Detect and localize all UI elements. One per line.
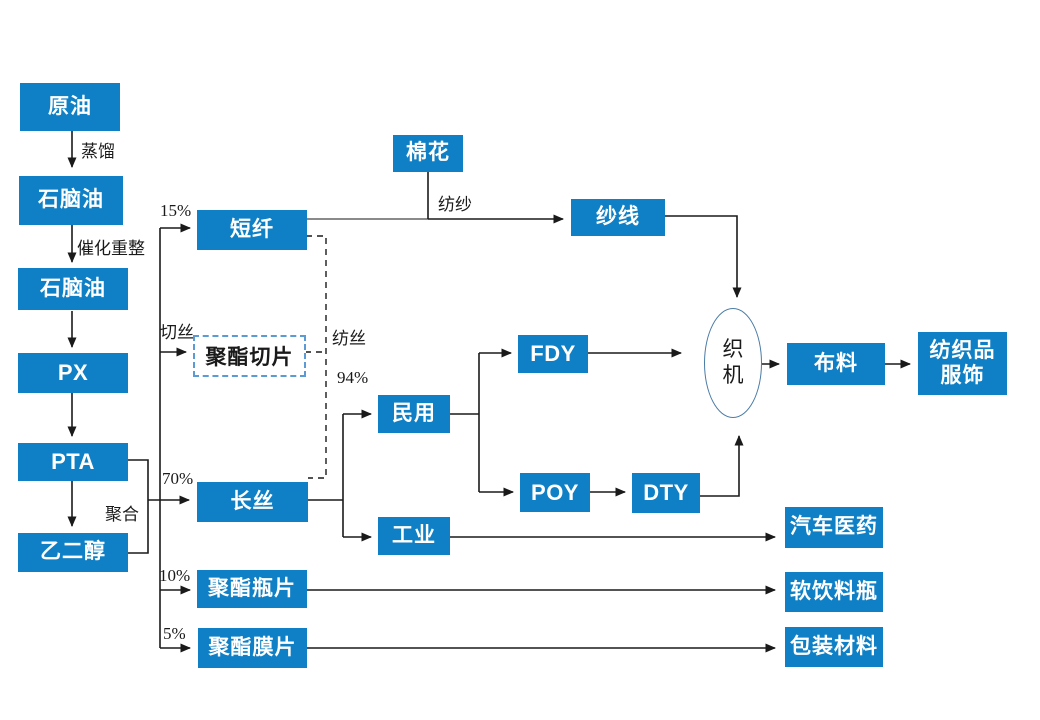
- edge-dty-loom: [700, 435, 744, 497]
- edge-civil-split: [450, 353, 480, 492]
- edge-polymerization-bracket: [128, 459, 149, 554]
- edge-label-distillation: 蒸馏: [81, 142, 115, 161]
- node-yarn: 纱线: [571, 199, 665, 236]
- node-filament: 长丝: [197, 482, 308, 522]
- edge-label-pct-15: 15%: [160, 201, 192, 220]
- node-dty: DTY: [632, 473, 700, 513]
- node-loom-line1: 织: [722, 337, 744, 361]
- edge-label-pct-70: 70%: [162, 469, 194, 488]
- node-bottle-chip: 聚酯瓶片: [197, 570, 307, 608]
- node-packaging: 包装材料: [785, 627, 883, 667]
- node-naphtha-1: 石脑油: [19, 176, 123, 225]
- node-industrial: 工业: [378, 517, 450, 555]
- node-soft-drink-bottle: 软饮料瓶: [785, 572, 883, 612]
- node-loom: 织 机: [704, 308, 762, 418]
- edge-label-spin-fiber: 纺丝: [332, 329, 366, 348]
- edge-dashed-chip-staple-filament: [306, 235, 327, 479]
- edge-label-pct-10: 10%: [159, 566, 191, 585]
- node-loom-line2: 机: [722, 364, 744, 387]
- node-civil: 民用: [378, 395, 450, 433]
- node-fabric: 布料: [787, 343, 885, 385]
- node-polyester-chip: 聚酯切片: [193, 335, 306, 377]
- node-pta: PTA: [18, 443, 128, 481]
- edge-label-pct-5: 5%: [163, 624, 186, 643]
- node-crude-oil: 原油: [20, 83, 120, 131]
- node-px: PX: [18, 353, 128, 393]
- node-naphtha-2: 石脑油: [18, 268, 128, 310]
- node-textile-apparel-line2: 服饰: [940, 363, 985, 387]
- node-cotton: 棉花: [393, 135, 463, 172]
- node-film-chip: 聚酯膜片: [198, 628, 307, 668]
- node-meg: 乙二醇: [18, 533, 128, 572]
- node-textile-apparel: 纺织品 服饰: [918, 332, 1007, 395]
- node-fdy: FDY: [518, 335, 588, 373]
- node-textile-apparel-line1: 纺织品: [929, 339, 996, 363]
- edge-filament-split: [308, 414, 344, 537]
- edge-label-spin-yarn: 纺纱: [438, 195, 472, 214]
- edge-label-cut-to-chip: 切丝: [160, 323, 194, 342]
- edge-label-pct-94: 94%: [337, 368, 369, 387]
- edge-label-catalytic-reforming: 催化重整: [77, 239, 145, 258]
- node-poy: POY: [520, 473, 590, 512]
- edge-label-polymerization: 聚合: [105, 505, 139, 524]
- node-auto-medical: 汽车医药: [785, 507, 883, 548]
- edge-yarn-loom: [665, 215, 742, 298]
- node-staple-fiber: 短纤: [197, 210, 307, 250]
